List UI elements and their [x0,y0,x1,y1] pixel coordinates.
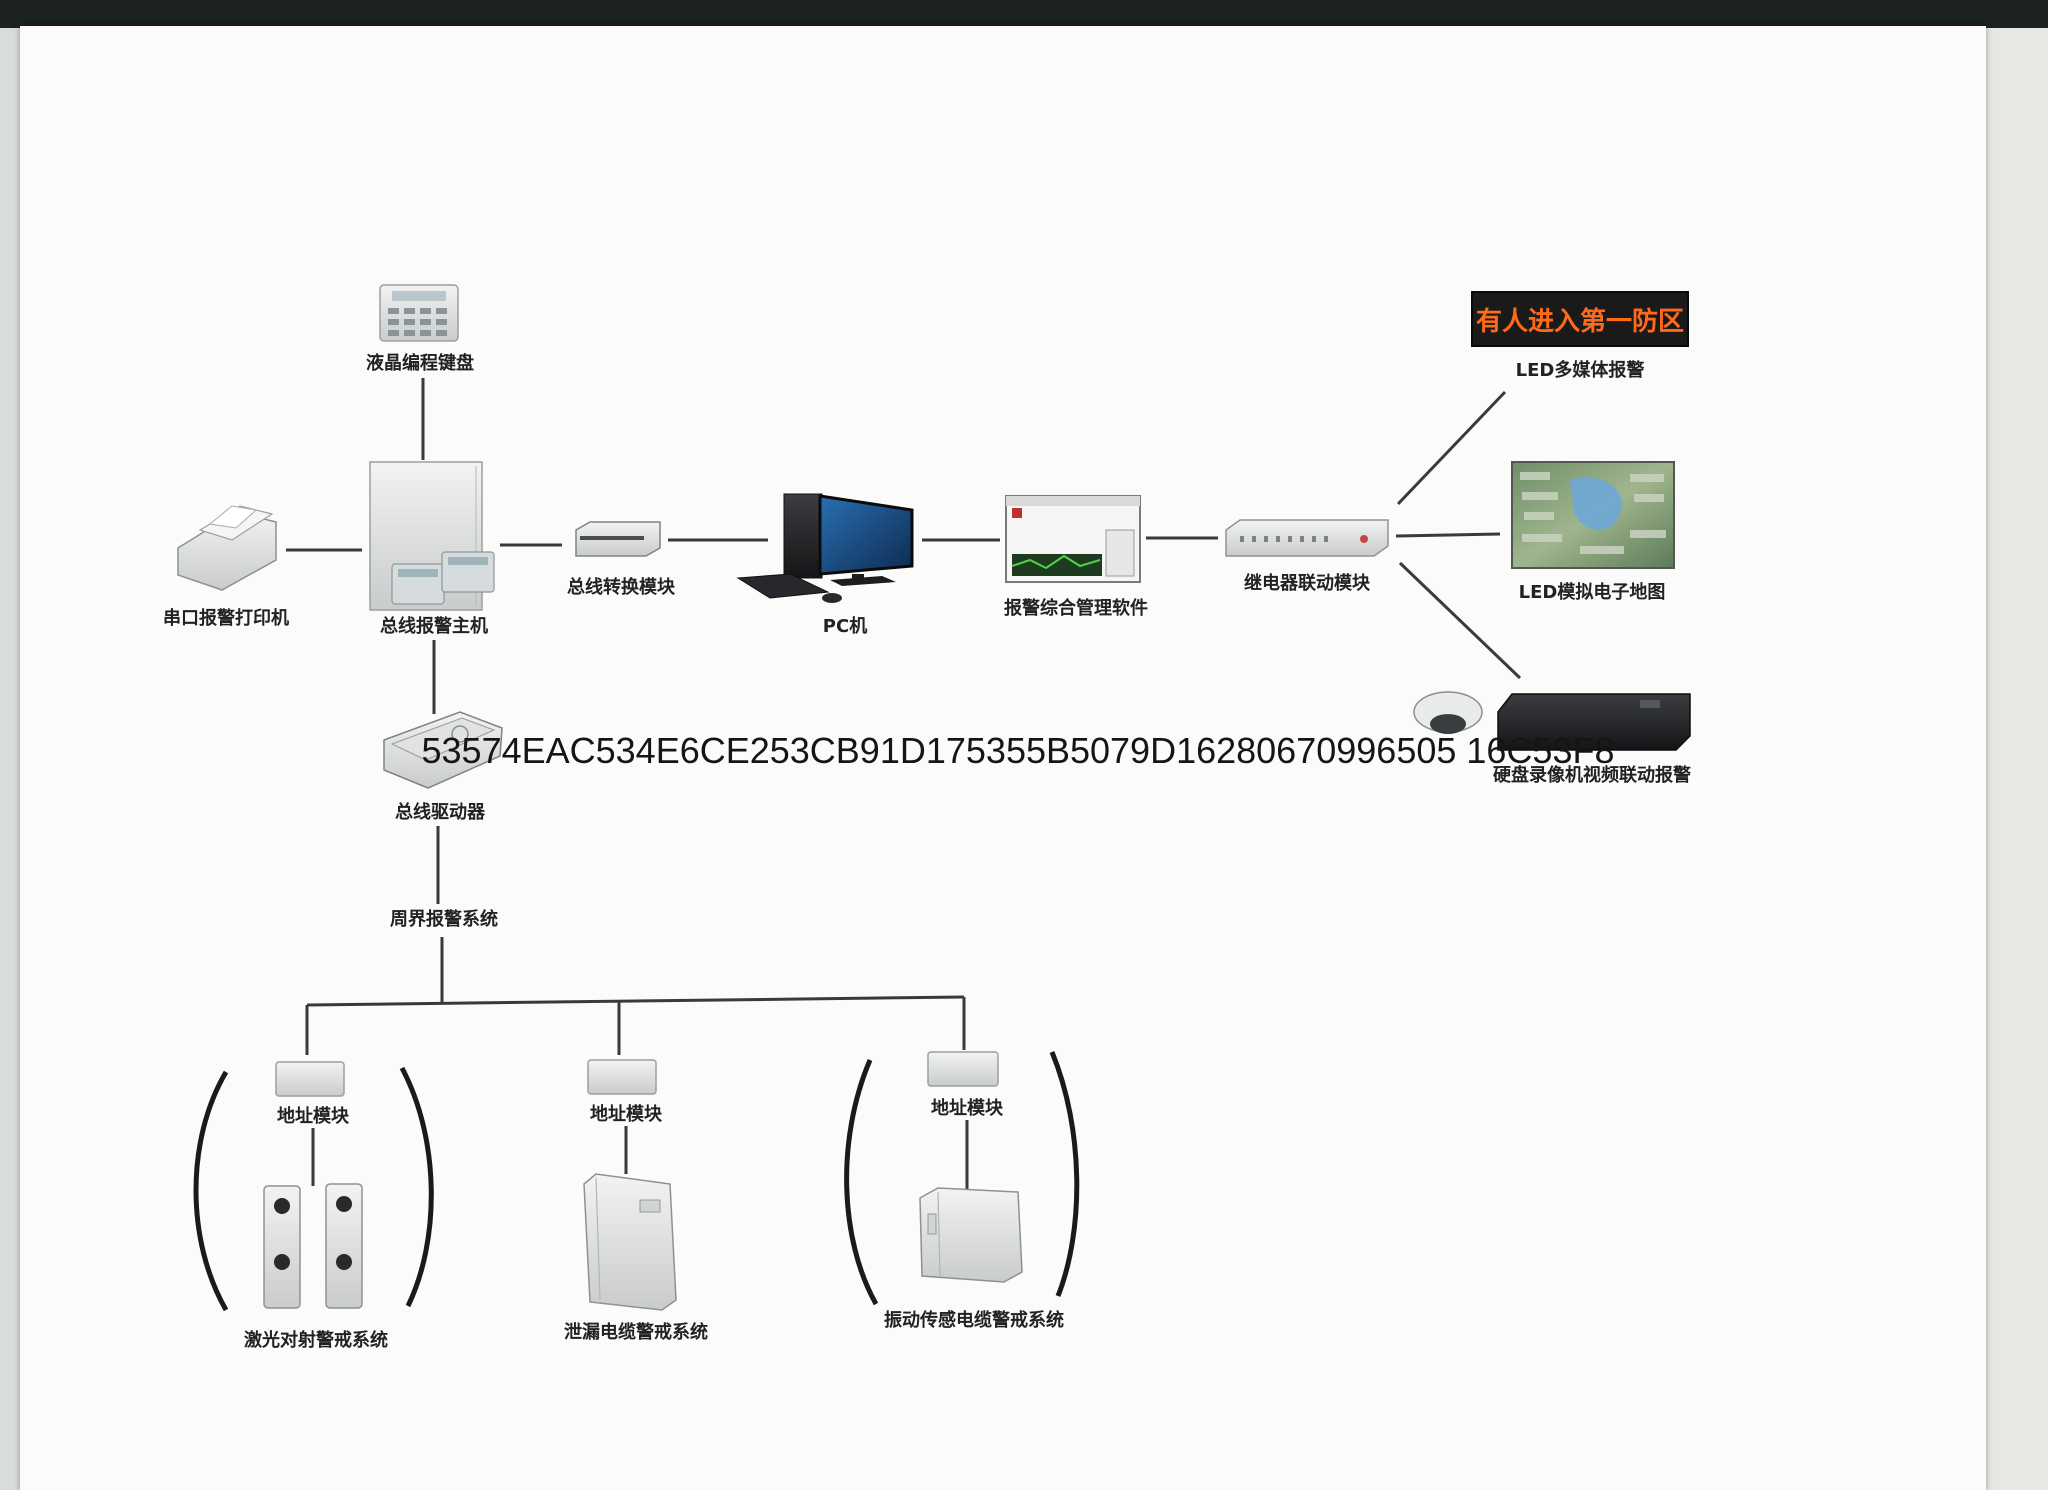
bus-alarm-host-label: 总线报警主机 [380,615,488,637]
led-map-device: LED模拟电子地图 [1511,461,1675,603]
address-module-icon [275,1061,345,1097]
dvr-link-device: 硬盘录像机视频联动报警 [1413,691,1691,786]
address-module-3-label: 地址模块 [931,1097,1004,1119]
bracket-left [844,1059,879,1306]
led-display-text: 有人进入第一防区 [1476,306,1684,337]
relay-module-label: 继电器联动模块 [1244,572,1371,594]
address-module-1-label: 地址模块 [277,1105,350,1127]
relay-module-device: 继电器联动模块 [1225,519,1389,594]
lcd-keyboard-label: 液晶编程键盘 [366,352,474,374]
bracket-right [1049,1051,1080,1297]
bus-driver-label: 总线驱动器 [395,801,486,823]
vibration-cable-group: 振动传感电缆警戒系统 [844,1051,1080,1331]
vibration-cable-label: 振动传感电缆警戒系统 [884,1309,1064,1331]
pc-device: PC机 [736,493,914,637]
laser-system-group: 激光对射警戒系统 [193,1066,434,1351]
address-module-icon [587,1059,657,1095]
address-module-3: 地址模块 [927,1051,1004,1119]
alarm-software-device: 报警综合管理软件 [1004,495,1148,619]
bracket-left [193,1070,229,1312]
led-sign-icon: 有人进入第一防区 [1471,291,1689,347]
dvr-link-label: 硬盘录像机视频联动报警 [1493,764,1691,786]
bus-driver-device: 总线驱动器 [383,711,503,823]
relay-rack-icon [1225,519,1389,557]
vibration-box-icon [919,1187,1023,1283]
address-module-icon [927,1051,999,1087]
leaky-cable-label: 泄漏电缆警戒系统 [564,1321,708,1343]
serial-printer-device: 串口报警打印机 [163,505,289,629]
address-module-1: 地址模块 [275,1061,350,1127]
alarm-host-icon [369,461,495,611]
pc-icon [736,493,914,603]
led-multimedia-label: LED多媒体报警 [1516,359,1645,381]
bus-driver-icon [383,711,503,789]
map-icon [1511,461,1675,569]
address-module-2: 地址模块 [587,1059,663,1125]
leaky-cable-box-icon [583,1173,677,1311]
dvr-icon [1497,693,1691,751]
laser-beam-icon [263,1183,363,1309]
keyboard-icon [379,284,459,342]
bus-converter-label: 总线转换模块 [567,576,676,598]
software-screen-icon [1005,495,1141,583]
laser-system-label: 激光对射警戒系统 [244,1329,388,1351]
led-multimedia-device: 有人进入第一防区 LED多媒体报警 [1471,291,1689,381]
watermark-hash: 53574EAC534E6CE253CB91D175355B5079D16280… [422,730,1615,771]
bracket-right [399,1066,434,1308]
connection-lines [286,378,1522,1190]
perimeter-system-label: 周界报警系统 [390,908,498,930]
alarm-software-label: 报警综合管理软件 [1004,597,1148,619]
printer-icon [177,505,277,591]
camera-icon [1413,691,1483,734]
converter-icon [575,521,661,557]
bus-converter-device: 总线转换模块 [567,521,676,598]
bus-alarm-host-device: 总线报警主机 [369,461,495,637]
pc-label: PC机 [823,616,867,637]
scan-right-edge [1985,28,2048,1490]
leaky-cable-group: 泄漏电缆警戒系统 [564,1173,708,1343]
lcd-keyboard-device: 液晶编程键盘 [366,284,474,374]
address-module-2-label: 地址模块 [590,1103,663,1125]
serial-printer-label: 串口报警打印机 [163,607,289,629]
led-map-label: LED模拟电子地图 [1519,581,1666,603]
